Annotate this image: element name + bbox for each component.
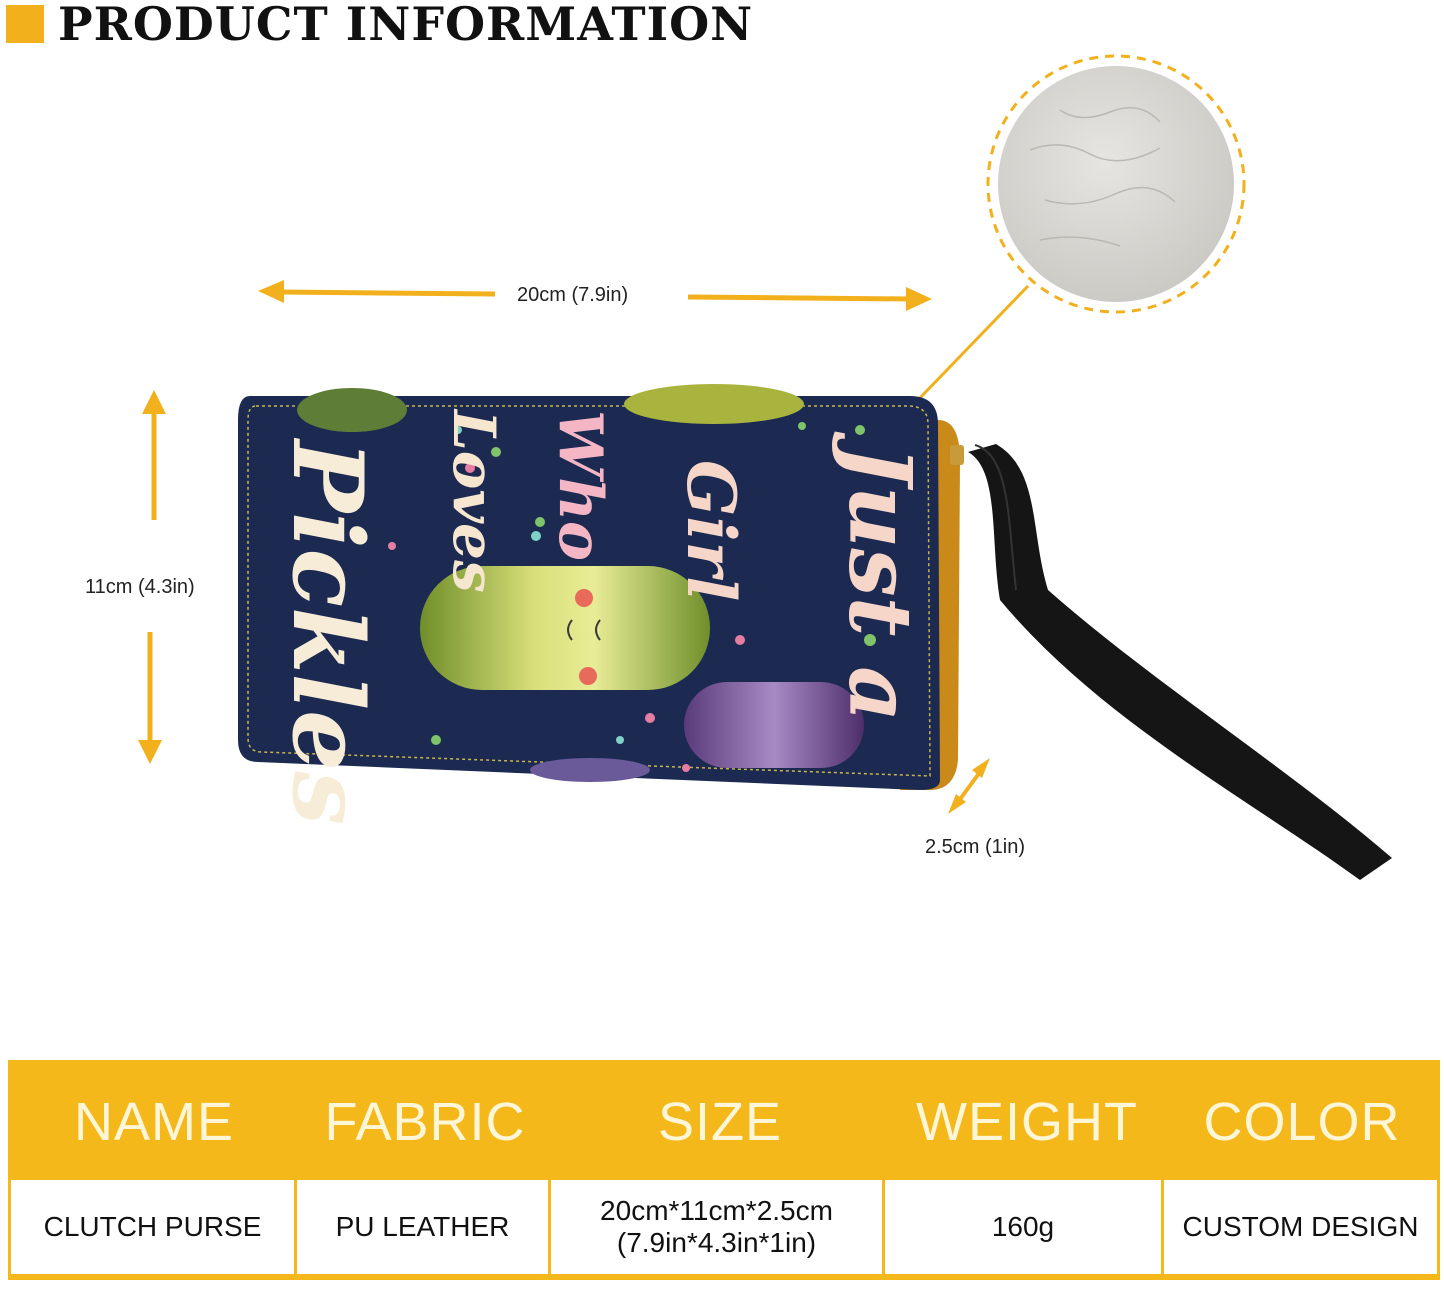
value-fabric: PU LEATHER (297, 1180, 548, 1274)
value-name: CLUTCH PURSE (11, 1180, 294, 1274)
value-size-line2: (7.9in*4.3in*1in) (616, 1227, 817, 1258)
purse-body: Just a Girl Who Loves Pickles (238, 384, 964, 825)
spec-table-header: NAME FABRIC SIZE WEIGHT COLOR (11, 1063, 1437, 1180)
pickle-icon (420, 566, 710, 690)
header-color: COLOR (1203, 1091, 1401, 1152)
svg-text:Loves: Loves (440, 408, 508, 593)
wrist-strap (968, 444, 1392, 880)
spec-table-row: CLUTCH PURSE PU LEATHER 20cm*11cm*2.5cm … (11, 1180, 1437, 1274)
header-name: NAME (73, 1091, 234, 1152)
header-weight: WEIGHT (916, 1091, 1138, 1152)
height-label: 11cm (4.3in) (85, 576, 195, 598)
width-arrow (258, 280, 932, 311)
header-square-icon (6, 5, 44, 43)
value-size-line1: 20cm*11cm*2.5cm (600, 1195, 833, 1226)
svg-text:Just a: Just a (829, 431, 930, 722)
value-size: 20cm*11cm*2.5cm (7.9in*4.3in*1in) (551, 1180, 882, 1274)
pickle-icon (624, 384, 804, 424)
svg-text:Pickles: Pickles (271, 437, 384, 825)
leather-swatch (897, 54, 1246, 419)
spec-table: NAME FABRIC SIZE WEIGHT COLOR CLUTCH PUR… (8, 1060, 1440, 1280)
height-arrow (138, 390, 166, 764)
depth-arrow (948, 758, 990, 814)
pickle-icon (684, 682, 864, 768)
svg-text:Who: Who (545, 410, 615, 561)
width-label: 20cm (7.9in) (517, 284, 629, 306)
header-size: SIZE (657, 1091, 783, 1152)
value-color: CUSTOM DESIGN (1164, 1180, 1437, 1274)
page-title: PRODUCT INFORMATION (58, 0, 754, 51)
product-illustration: Just a Girl Who Loves Pickles (138, 54, 1392, 880)
svg-text:Girl: Girl (672, 460, 750, 601)
purse-print-text: Just a Girl Who Loves Pickles (271, 408, 930, 825)
pickle-icon (297, 388, 407, 432)
value-weight: 160g (885, 1180, 1161, 1274)
header-fabric: FABRIC (324, 1091, 526, 1152)
page-header: PRODUCT INFORMATION (0, 0, 754, 51)
depth-label: 2.5cm (1in) (925, 836, 1026, 858)
